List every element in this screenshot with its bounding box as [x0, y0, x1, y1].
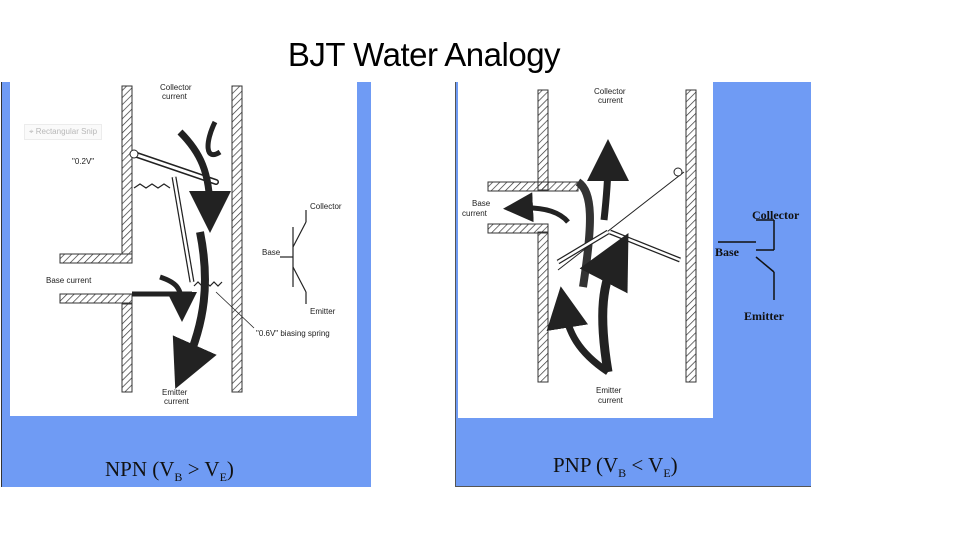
pnp-emitter-label-2: current	[598, 396, 624, 405]
npn-collector-flow-arrow	[177, 129, 231, 233]
npn-left-wall-upper	[121, 85, 133, 255]
pnp-sym-emitter-label: Emitter	[744, 309, 785, 323]
npn-water-diagram: Collector current "0.2V" Base current Em…	[46, 83, 342, 406]
pnp-base-pipe-lower	[487, 223, 549, 234]
pnp-base-label-2: current	[462, 209, 488, 218]
npn-diagram-sheet: Collector current "0.2V" Base current Em…	[10, 82, 357, 416]
pnp-lever	[557, 171, 685, 271]
npn-collector-label-2: current	[162, 92, 188, 101]
npn-emitter-label: Emitter	[162, 388, 188, 397]
npn-emitter-flow-arrow	[172, 231, 217, 389]
npn-base-pipe-lower	[59, 293, 133, 304]
slide-title: BJT Water Analogy	[287, 36, 561, 73]
pnp-caption: PNP (VB < VE)	[553, 453, 678, 481]
pnp-base-label: Base	[472, 199, 491, 208]
pnp-sym-base-label: Base	[715, 245, 740, 259]
npn-base-flow-arrow	[159, 274, 197, 322]
pnp-emitter-label: Emitter	[596, 386, 622, 395]
npn-base-pipe-upper	[59, 253, 133, 264]
npn-06v-spring-label: "0.6V" biasing spring	[256, 329, 330, 338]
pnp-transistor-symbol: Collector Base Emitter	[715, 208, 800, 323]
npn-02v-label: "0.2V"	[72, 157, 94, 166]
rectangular-snip-overlay: ⌖ Rectangular Snip	[24, 124, 103, 140]
pnp-collector-label: Collector	[594, 87, 626, 96]
npn-caption: NPN (VB > VE)	[105, 457, 234, 485]
pnp-collector-flow-arrow	[586, 139, 629, 221]
pnp-emitter-flow-arrow	[579, 233, 629, 373]
pnp-right-wall	[685, 89, 697, 383]
npn-transistor-symbol	[280, 210, 307, 304]
npn-collector-label: Collector	[160, 83, 192, 92]
pnp-water-diagram: Collector current Base current Emitter c…	[462, 87, 697, 405]
npn-spring-02	[133, 183, 171, 189]
npn-panel: Collector current "0.2V" Base current Em…	[1, 82, 371, 487]
npn-base-current-label: Base current	[46, 276, 92, 285]
npn-right-wall	[231, 85, 243, 393]
npn-emitter-label-2: current	[164, 397, 190, 406]
pnp-diagram-sheet: Collector current Base current Emitter c…	[458, 82, 713, 418]
pnp-panel: Collector current Base current Emitter c…	[455, 82, 811, 487]
npn-sym-collector-label: Collector	[310, 202, 342, 211]
npn-left-wall-lower	[121, 303, 133, 393]
npn-sym-base-label: Base	[262, 248, 281, 257]
pnp-sym-collector-label: Collector	[752, 208, 800, 222]
npn-collector-flow-arrow-2	[205, 120, 222, 157]
pnp-base-flow-arrow	[503, 192, 570, 224]
npn-sym-emitter-label: Emitter	[310, 307, 336, 316]
pnp-collector-label-2: current	[598, 96, 624, 105]
